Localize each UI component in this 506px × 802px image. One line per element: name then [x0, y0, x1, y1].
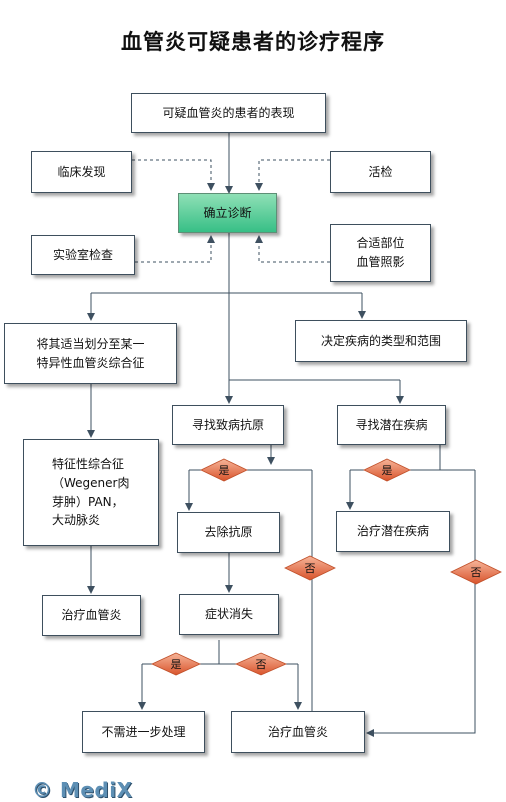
- arrow-angio-diagnose: [255, 235, 330, 263]
- decision-diamond-yes3: [151, 652, 201, 676]
- medix-watermark: © MediX: [32, 778, 133, 802]
- decision-label-no1: 否: [304, 562, 316, 575]
- node-no-further: 不需进一步处理: [82, 711, 205, 753]
- diagram-title: 血管炎可疑患者的诊疗程序: [121, 30, 385, 54]
- decision-diamond-no3: [235, 652, 287, 676]
- node-determine: 决定疾病的类型和范围: [295, 320, 467, 362]
- node-special: 特征性综合征 （Wegener肉 芽肿）PAN， 大动脉炎: [23, 439, 159, 546]
- node-lab: 实验室检查: [31, 235, 135, 275]
- decision-label-yes1: 是: [218, 464, 230, 477]
- decision-label-no2: 否: [470, 566, 482, 579]
- arrow-biopsy-diagnose: [255, 159, 330, 191]
- node-clinical: 临床发现: [31, 151, 132, 193]
- node-classify: 将其适当划分至某一 特异性血管炎综合征: [4, 323, 177, 384]
- node-treat-disease: 治疗潜在疾病: [336, 511, 450, 552]
- decision-label-yes2: 是: [381, 464, 393, 477]
- node-find-antigen: 寻找致病抗原: [172, 405, 284, 445]
- arrow-clinical-diagnose: [132, 159, 215, 191]
- decision-diamond-yes1: [200, 458, 248, 482]
- decision-label-no3: 否: [255, 658, 267, 671]
- node-find-disease: 寻找潜在疾病: [337, 405, 446, 445]
- node-biopsy: 活检: [330, 151, 431, 193]
- decision-diamond-no1: [284, 555, 336, 581]
- node-angio: 合适部位 血管照影: [330, 224, 431, 282]
- arrow-lab-diagnose: [135, 235, 215, 263]
- arrow-no-treat-bottom-3: [366, 470, 476, 737]
- decision-diamond-yes2: [363, 458, 411, 482]
- node-diagnose: 确立诊断: [178, 193, 277, 233]
- node-remove-antigen: 去除抗原: [177, 512, 280, 553]
- node-treat-bottom: 治疗血管炎: [231, 711, 365, 753]
- decision-label-yes3: 是: [170, 658, 182, 671]
- node-treat-left: 治疗血管炎: [42, 595, 141, 636]
- decision-diamond-no2: [450, 559, 502, 585]
- node-symptoms-gone: 症状消失: [179, 594, 279, 635]
- node-suspect: 可疑血管炎的患者的表现: [131, 93, 326, 133]
